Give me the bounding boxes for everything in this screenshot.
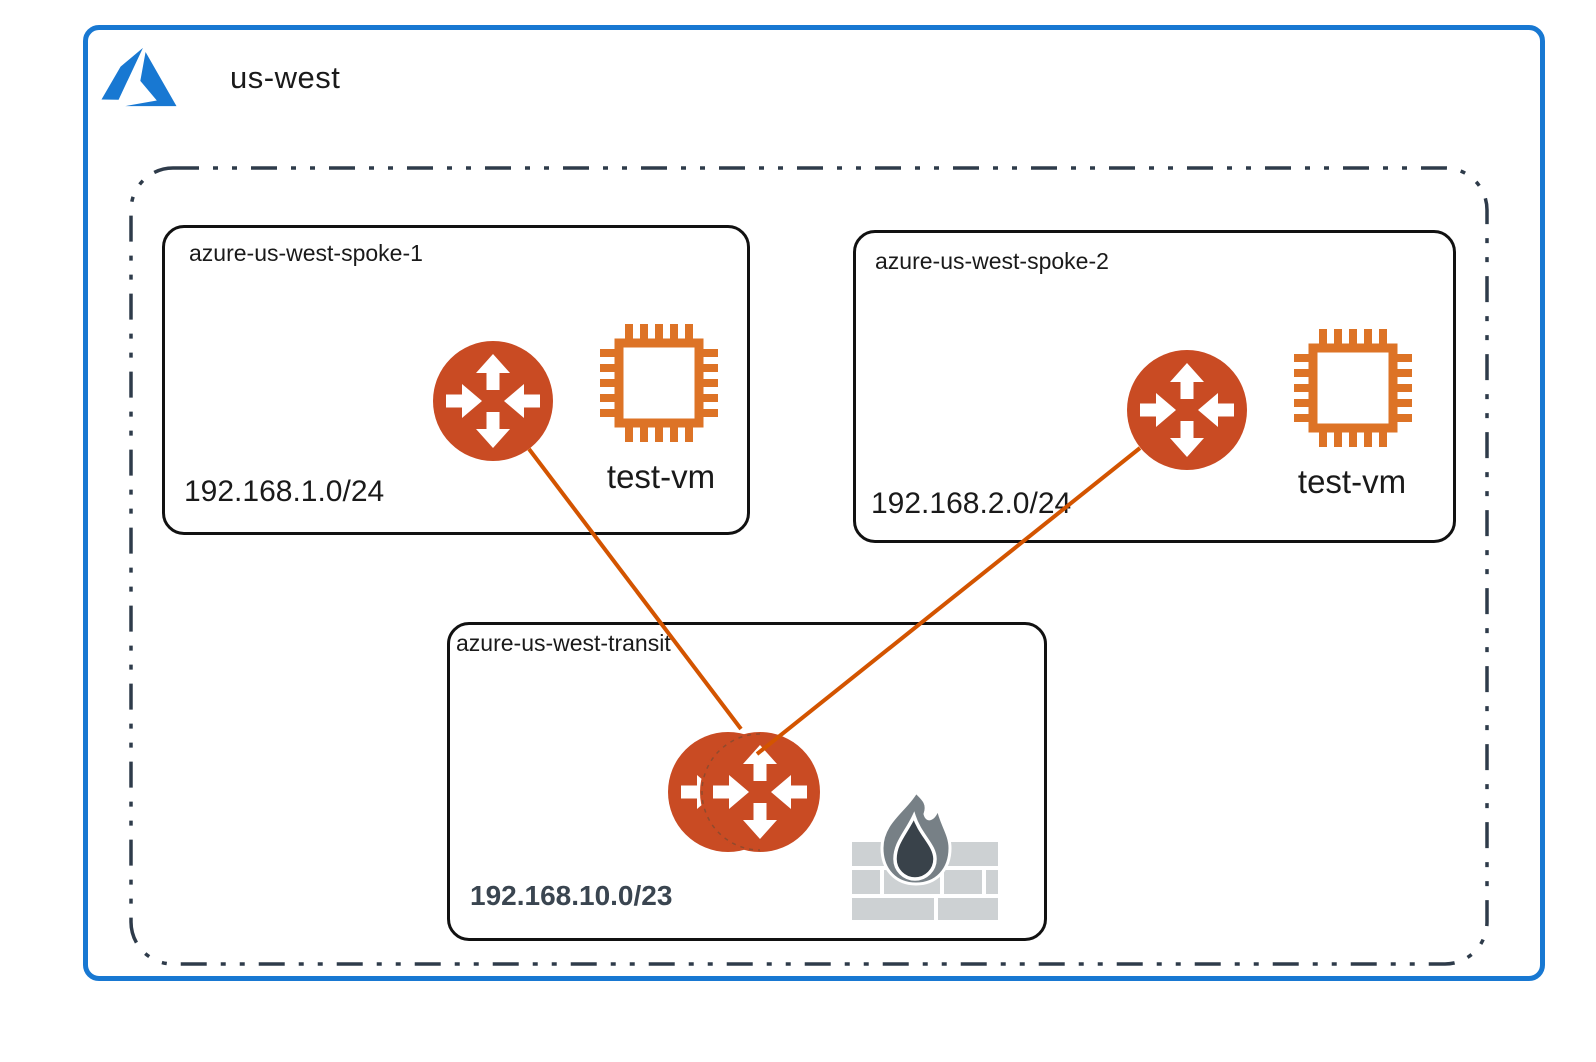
subnet-label-transit: 192.168.10.0/23 [470, 880, 673, 911]
vm-label-spoke-1: test-vm [606, 458, 716, 495]
vm-label-spoke-2: test-vm [1297, 463, 1407, 500]
vnet-title-transit: azure-us-west-transit [456, 630, 671, 656]
router-icon-spoke-2 [1127, 350, 1247, 470]
subnet-label-spoke-1: 192.168.1.0/24 [184, 475, 385, 508]
region-title: us-west [230, 60, 341, 95]
vnet-title-spoke-2: azure-us-west-spoke-2 [875, 248, 1109, 274]
vnet-title-spoke-1: azure-us-west-spoke-1 [189, 240, 423, 266]
vm-chip-icon-spoke-2 [1292, 327, 1414, 449]
firewall-icon [850, 789, 1000, 920]
router-icon-transit-front [700, 732, 820, 852]
subnet-label-spoke-2: 192.168.2.0/24 [871, 487, 1072, 520]
router-icon-spoke-1 [433, 341, 553, 461]
azure-logo-icon [101, 47, 177, 107]
vm-chip-icon-spoke-1 [598, 322, 720, 444]
